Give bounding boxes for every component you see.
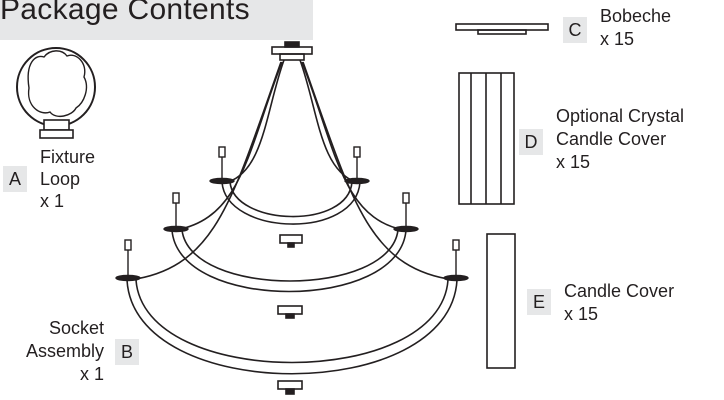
part-a-line2: Loop bbox=[40, 169, 81, 189]
part-b-line3: x 1 bbox=[79, 364, 104, 384]
part-letter-c: C bbox=[563, 17, 587, 43]
part-e-line1: Candle Cover bbox=[564, 281, 675, 301]
crystal-candle-cover-drawing bbox=[458, 72, 515, 205]
bobeche-drawing bbox=[455, 23, 549, 35]
part-b-line1: Socket bbox=[48, 318, 104, 338]
part-e-line2: x 15 bbox=[564, 304, 599, 324]
part-c-line1: Bobeche bbox=[600, 6, 672, 26]
part-a-line3: x 1 bbox=[40, 191, 65, 211]
fixture-loop-drawing bbox=[16, 47, 96, 139]
page-title: Package Contents bbox=[0, 0, 250, 26]
part-a-line1: Fixture bbox=[40, 147, 96, 167]
part-letter-e: E bbox=[527, 289, 551, 315]
part-letter-a: A bbox=[3, 166, 27, 192]
part-d-line1: Optional Crystal bbox=[556, 106, 685, 126]
title-banner: Package Contents bbox=[0, 0, 313, 40]
part-c-line2: x 15 bbox=[600, 29, 635, 49]
part-letter-d: D bbox=[519, 129, 543, 155]
part-letter-b: B bbox=[115, 339, 139, 365]
part-d-line2: Candle Cover bbox=[556, 129, 667, 149]
part-b-line2: Assembly bbox=[25, 341, 104, 361]
socket-assembly-drawing bbox=[115, 41, 469, 395]
part-d-line3: x 15 bbox=[556, 152, 591, 172]
candle-cover-drawing bbox=[486, 233, 516, 369]
